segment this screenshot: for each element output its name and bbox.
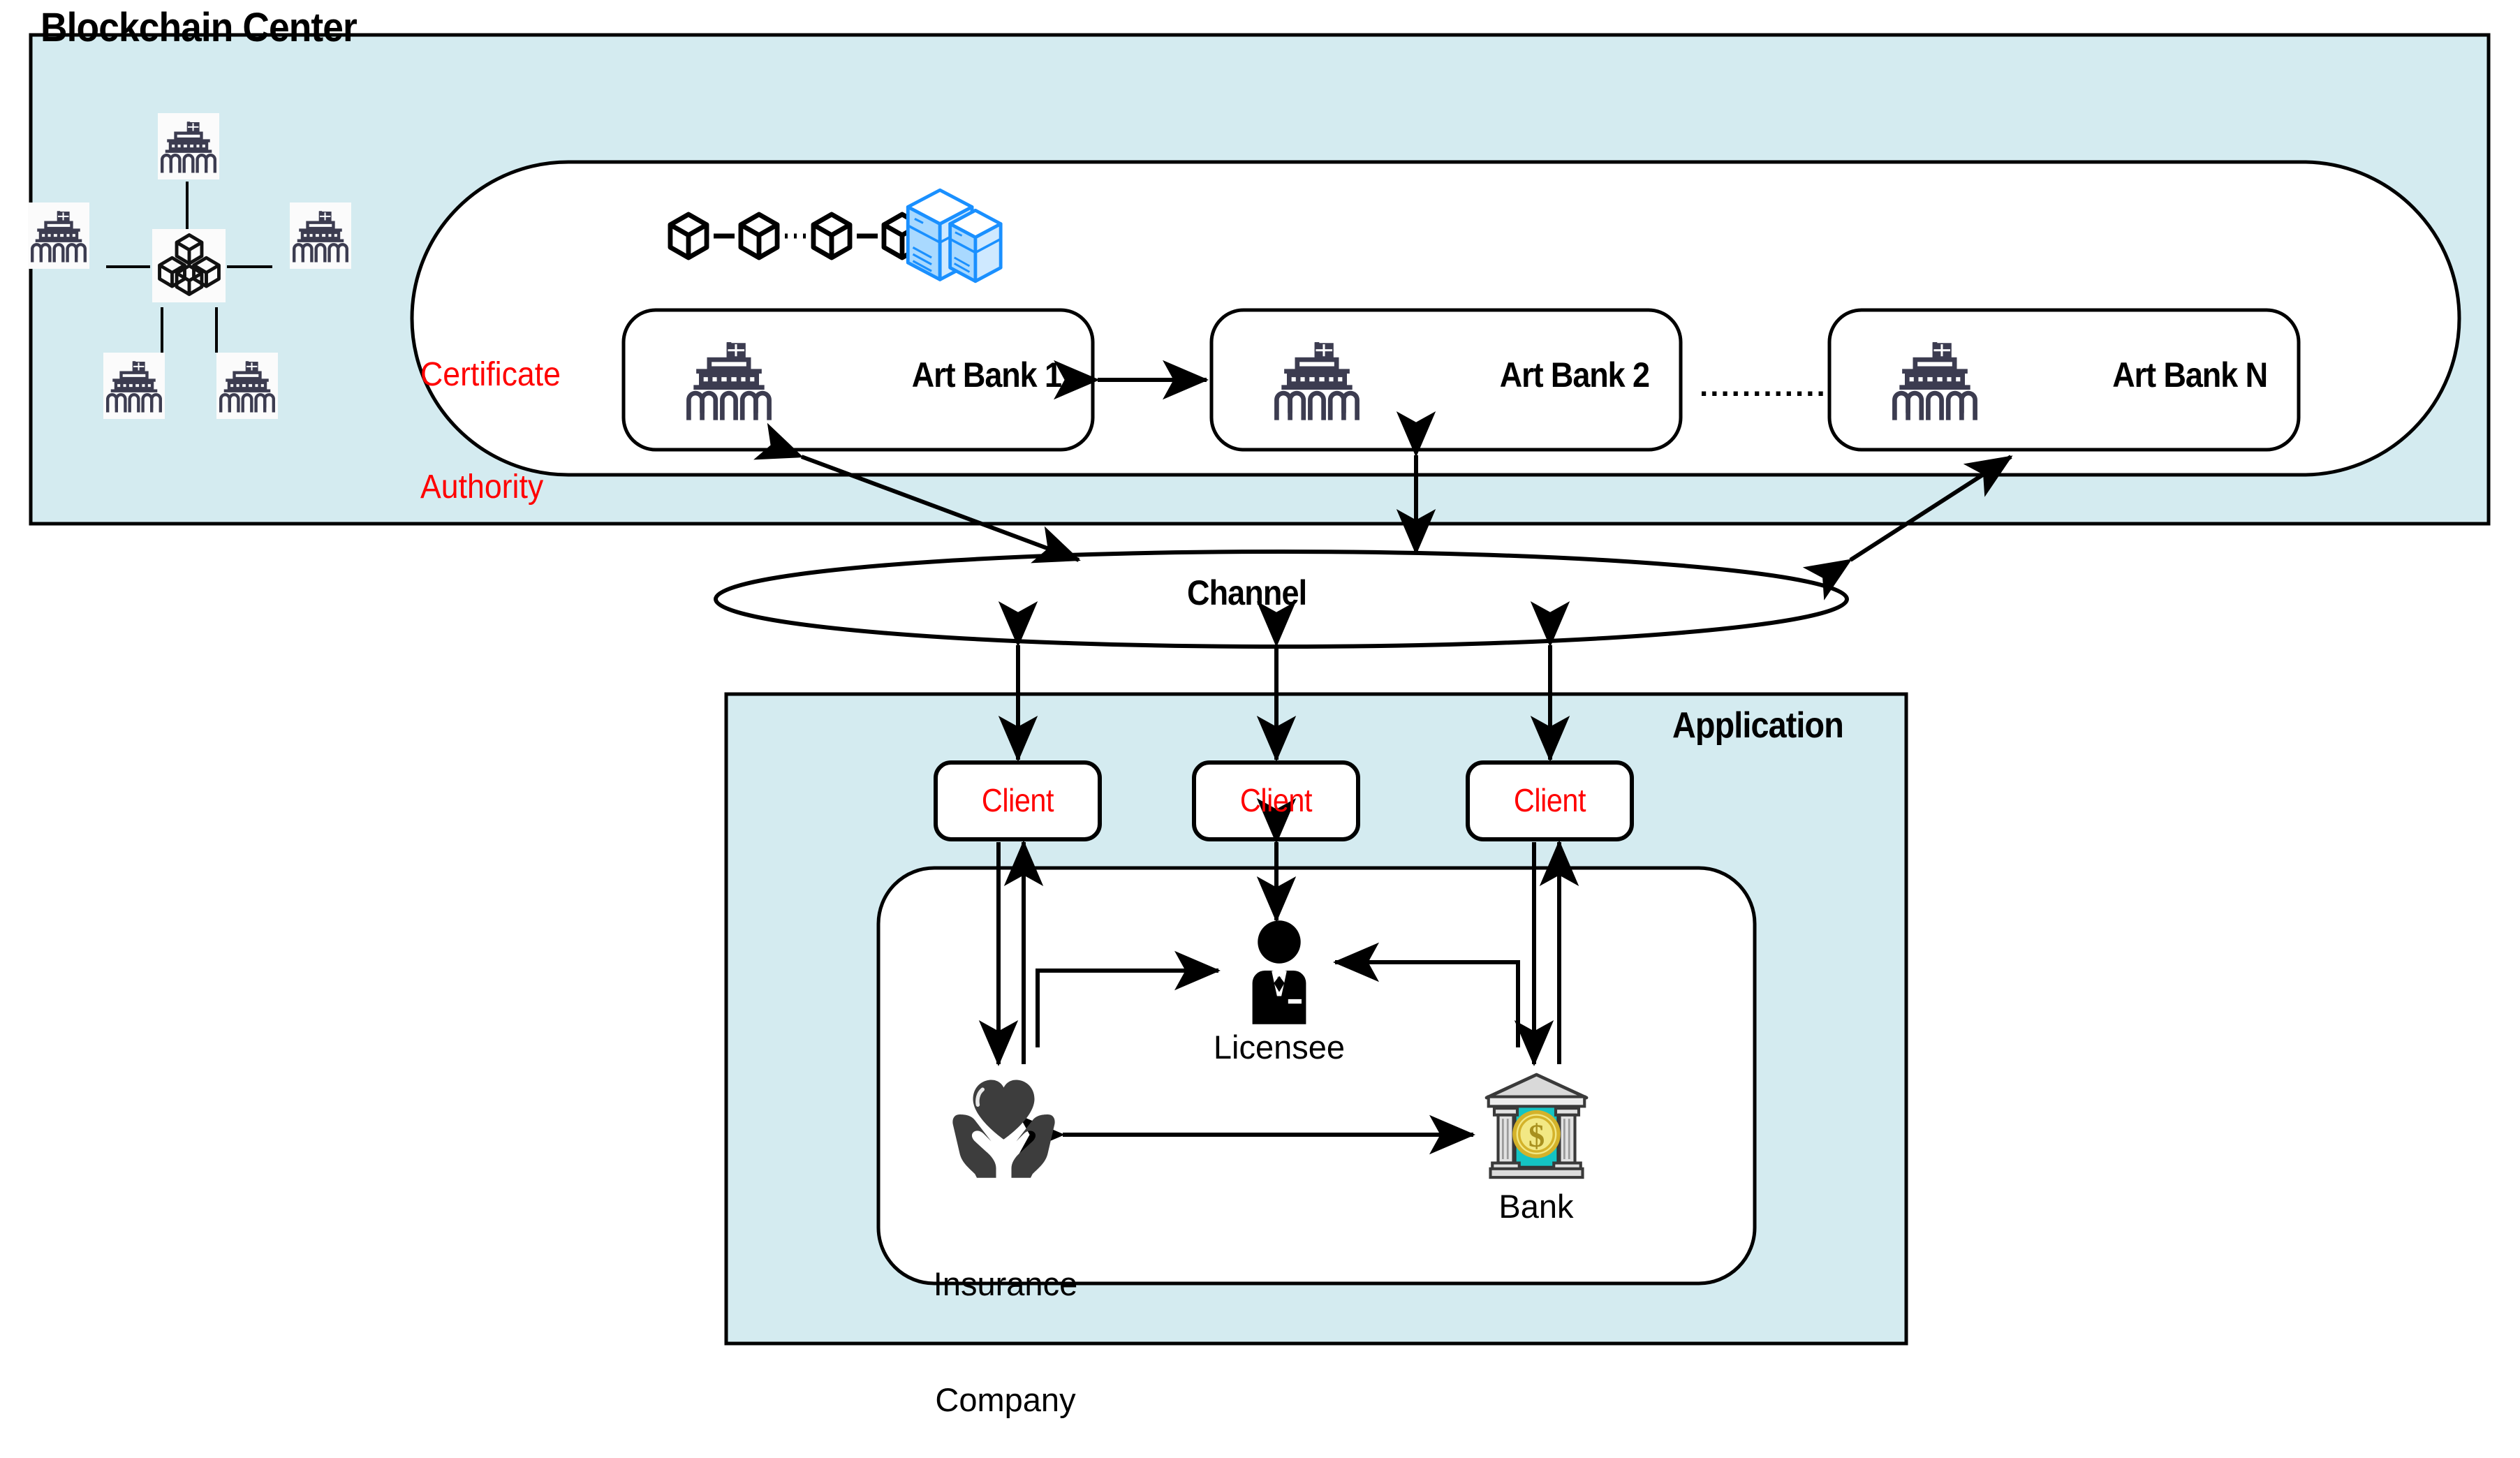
blockchain-chain-icon (670, 214, 920, 258)
licensee-label: Licensee (1213, 1029, 1346, 1066)
insurance-company-label: Insurance Company (866, 1187, 1145, 1458)
art-bank-ellipsis: ............ (1700, 369, 1827, 403)
application-title: Application (1672, 705, 1844, 746)
certificate-authority-line1: Certificate (420, 355, 561, 393)
link-bank-licensee (1333, 942, 1520, 1047)
art-bank-n-label: Art Bank N (2112, 355, 2268, 395)
certificate-authority-label: Certificate Authority (420, 281, 561, 543)
link-bankn-channel (1802, 455, 2013, 601)
channel-label: Channel (1187, 573, 1307, 612)
insurance-company-line2: Company (935, 1381, 1076, 1419)
client-label-3: Client (1513, 782, 1586, 818)
client-box-1 (934, 760, 1102, 841)
diagram-svg: $ (28, 33, 2491, 1346)
client-label-2: Client (1239, 782, 1313, 818)
client-label-1: Client (981, 782, 1054, 818)
bank-columns-coin-icon (1487, 1075, 1586, 1177)
diagram-canvas: $ (28, 5, 2491, 1418)
insurance-company-line1: Insurance (933, 1265, 1078, 1302)
network-links (106, 182, 272, 353)
link-bank1-channel (753, 422, 1081, 564)
art-bank-1-label: Art Bank 1 (911, 355, 1062, 395)
certificate-authority-line2: Authority (420, 468, 544, 506)
link-insurance-licensee (1036, 950, 1221, 1047)
art-bank-2-label: Art Bank 2 (1499, 355, 1650, 395)
bank-label: Bank (1498, 1188, 1574, 1225)
page-title: Blockchain Center (40, 5, 358, 50)
client-box-3 (1466, 760, 1634, 841)
